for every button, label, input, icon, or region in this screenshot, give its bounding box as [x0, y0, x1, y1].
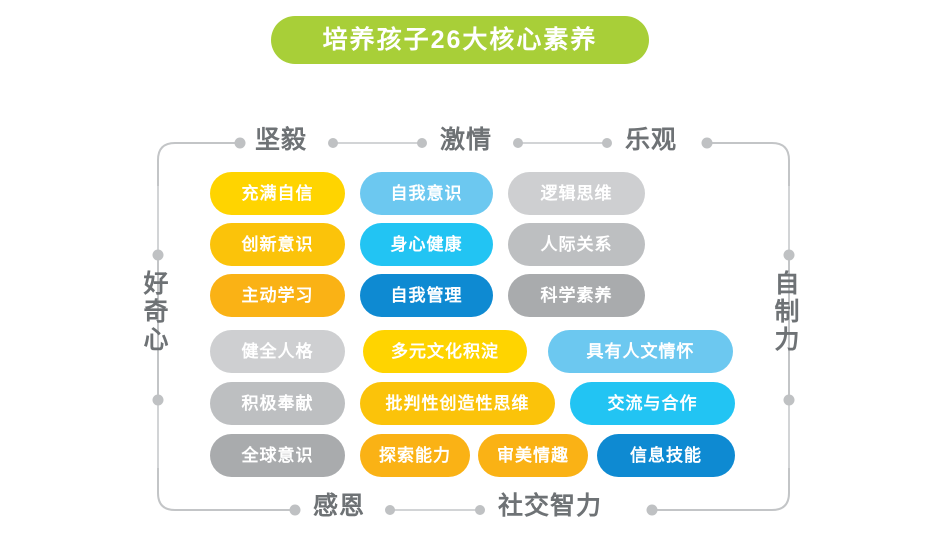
axis-label-jianyi: 坚毅 [255, 126, 308, 154]
pill-tansuonengli[interactable]: 探索能力 [360, 434, 470, 477]
pill-zhudongxuexi[interactable]: 主动学习 [210, 274, 345, 317]
pill-label: 批判性创造性思维 [385, 394, 530, 413]
connector-dot-right-lower [783, 394, 795, 406]
connector-dot-top-1-b [417, 138, 427, 148]
pill-label: 审美情趣 [497, 446, 569, 465]
connector-dot-bottom-1-b [475, 505, 485, 515]
connector-dot-top-2-b [602, 138, 612, 148]
pill-jijifengxian[interactable]: 积极奉献 [210, 382, 345, 425]
page-title-pill: 培养孩子26大核心素养 [271, 16, 649, 64]
connector-dot-right-upper [783, 249, 795, 261]
pill-jiaoliuhezuo[interactable]: 交流与合作 [570, 382, 735, 425]
pill-label: 逻辑思维 [540, 184, 613, 203]
axis-label-ganen: 感恩 [313, 492, 366, 520]
pill-jianquanrenge[interactable]: 健全人格 [210, 330, 345, 373]
pill-label: 主动学习 [241, 286, 314, 305]
connector-dot-bottom-right-end [646, 504, 658, 516]
pill-ziwoguanli[interactable]: 自我管理 [360, 274, 493, 317]
pill-renjiguanxi[interactable]: 人际关系 [508, 223, 645, 266]
pill-chongmanzixin[interactable]: 充满自信 [210, 172, 345, 215]
pill-quanqiuyishi[interactable]: 全球意识 [210, 434, 345, 477]
pill-label: 交流与合作 [607, 394, 698, 413]
pill-shenmeiqingqu[interactable]: 审美情趣 [478, 434, 588, 477]
connector-dot-left-lower [152, 394, 164, 406]
pill-pipanxing[interactable]: 批判性创造性思维 [360, 382, 555, 425]
pill-label: 科学素养 [540, 286, 613, 305]
pill-label: 信息技能 [630, 446, 702, 465]
pill-label: 充满自信 [241, 184, 314, 203]
pill-xinxijineng[interactable]: 信息技能 [597, 434, 735, 477]
pill-label: 具有人文情怀 [586, 342, 695, 361]
pill-kexuesuyang[interactable]: 科学素养 [508, 274, 645, 317]
connector-dot-bottom-1-a [385, 505, 395, 515]
connector-dot-top-2-a [513, 138, 523, 148]
pill-label: 多元文化积淀 [391, 342, 499, 361]
pill-label: 积极奉献 [241, 394, 314, 413]
pill-luojisiwei[interactable]: 逻辑思维 [508, 172, 645, 215]
axis-label-leguan: 乐观 [625, 126, 678, 154]
axis-label-zizhili: 自制力 [771, 270, 799, 354]
connector-dot-bottom-left-end [289, 504, 301, 516]
pill-label: 创新意识 [241, 235, 314, 254]
connector-dot-top-left-end [234, 137, 246, 149]
connector-dot-left-upper [152, 249, 164, 261]
connector-dot-top-1-a [328, 138, 338, 148]
pill-label: 探索能力 [379, 446, 451, 465]
pill-ziwoyishi[interactable]: 自我意识 [360, 172, 493, 215]
pill-shenxinjiankang[interactable]: 身心健康 [360, 223, 493, 266]
pill-label: 健全人格 [241, 342, 314, 361]
axis-label-shejiao: 社交智力 [498, 492, 603, 520]
pill-duoyuanwenhua[interactable]: 多元文化积淀 [363, 330, 527, 373]
page-title: 培养孩子26大核心素养 [322, 25, 598, 54]
pill-chuangxinyishi[interactable]: 创新意识 [210, 223, 345, 266]
axis-label-haoqixin: 好奇心 [140, 270, 168, 354]
axis-label-jiqing: 激情 [440, 126, 493, 154]
pill-label: 人际关系 [540, 235, 613, 254]
pill-juyourenwen[interactable]: 具有人文情怀 [548, 330, 733, 373]
pill-label: 自我管理 [390, 286, 463, 305]
connector-dot-top-right-end [701, 137, 713, 149]
pill-label: 全球意识 [241, 446, 314, 465]
pill-label: 身心健康 [390, 235, 463, 254]
pill-label: 自我意识 [390, 184, 463, 203]
